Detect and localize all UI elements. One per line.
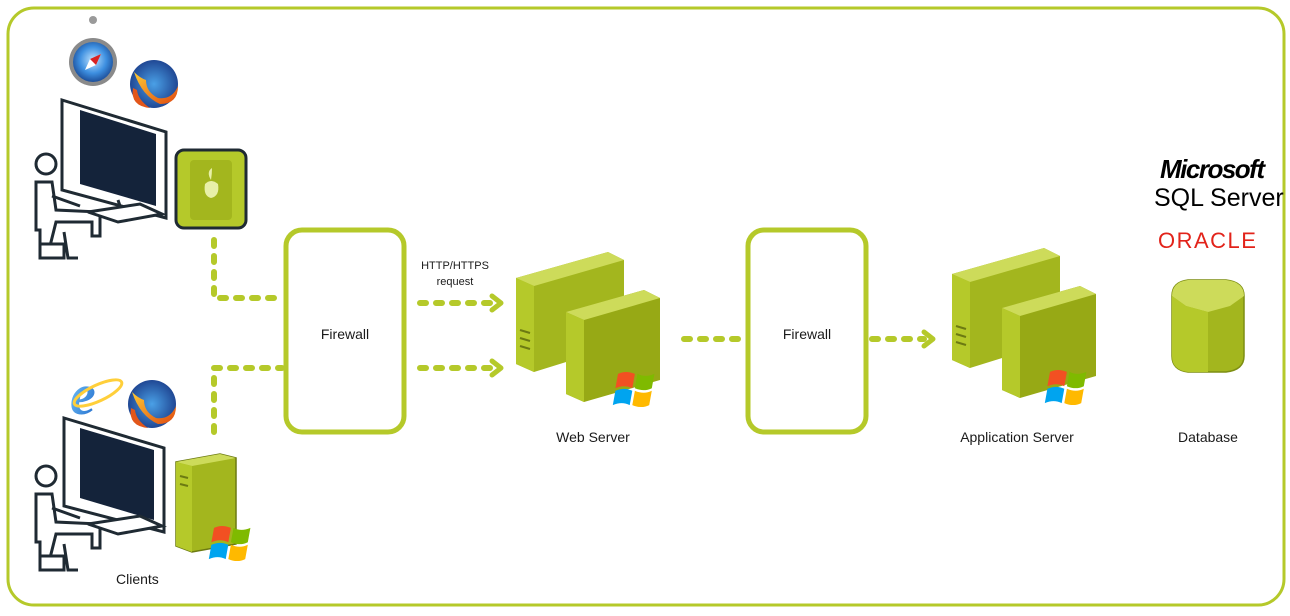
firewall-left-box — [283, 227, 407, 435]
oracle-logo: ORACLE — [1158, 228, 1258, 253]
internet-explorer-icon: e — [70, 362, 124, 427]
connector-client-bottom-to-firewall — [211, 365, 285, 435]
application-server-label: Application Server — [960, 429, 1074, 445]
client-bottom: e — [34, 362, 251, 572]
web-server-icon — [516, 252, 660, 402]
web-server-label: Web Server — [556, 429, 630, 445]
connector-firewall-to-appserver — [869, 329, 936, 349]
client-top — [34, 16, 248, 260]
http-request-line-1: HTTP/HTTPS — [421, 260, 489, 272]
monitor-icon — [62, 415, 166, 534]
clients-label: Clients — [116, 571, 159, 587]
user-icon — [34, 152, 167, 260]
database-label: Database — [1178, 429, 1238, 445]
firewall-right-label: Firewall — [782, 326, 832, 342]
firefox-icon — [130, 60, 178, 108]
connector-firewall-to-webserver-lower — [417, 358, 504, 378]
safari-icon — [69, 16, 117, 86]
database-cylinder-icon — [1171, 279, 1245, 373]
firewall-right-box — [745, 227, 869, 435]
connector-firewall-to-webserver-upper — [417, 293, 504, 313]
firefox-icon — [128, 380, 176, 428]
user-icon — [34, 464, 167, 572]
connector-client-top-to-firewall — [211, 237, 285, 301]
application-server-icon — [952, 248, 1096, 398]
microsoft-logo: Microsoft — [1160, 154, 1265, 184]
http-request-label: HTTP/HTTPS request — [406, 258, 504, 290]
svg-text:e: e — [70, 362, 96, 427]
monitor-icon — [60, 97, 168, 220]
mac-pro-tower-icon — [174, 148, 248, 230]
http-request-line-2: request — [436, 276, 474, 288]
sql-server-logo: SQL Server — [1154, 184, 1284, 212]
firewall-left-label: Firewall — [320, 326, 370, 342]
